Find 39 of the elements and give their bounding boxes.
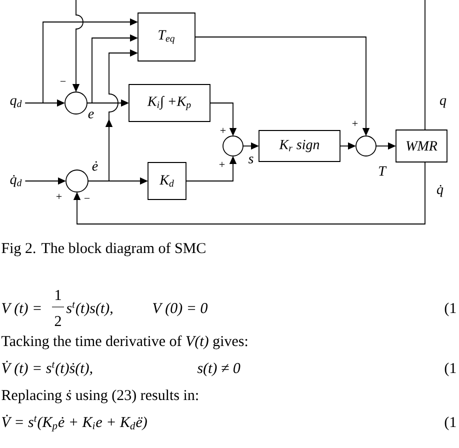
text-line: Tacking the time derivative of V(t) gives: — [1, 335, 248, 350]
equation: V (0) = 0 — [152, 302, 208, 316]
signal-label: q — [439, 98, 447, 108]
arrow — [73, 162, 426, 224]
signal-label: e — [87, 111, 95, 119]
block-box: K$_{d}$ — [148, 162, 186, 200]
block-box: K$_{i}$∫ +K$_{p}$ — [128, 84, 210, 122]
fraction-number: 2 — [54, 316, 61, 326]
equation-number: (1 — [444, 362, 456, 376]
polarity-sign: + — [220, 128, 226, 134]
polarity-sign: + — [352, 120, 358, 126]
text-line: Replacing ṡ using (23) results in: — [2, 390, 198, 404]
line — [424, 0, 426, 130]
equation: V̇ (t) = s$^{t}$(t)ṡ(t), — [2, 360, 92, 376]
equation-number: (1 — [444, 302, 456, 316]
equation: V̇ = s$^{t}$(K$_{p}$ė + K$_{i}$e + K$_{d}$ë) — [2, 414, 147, 432]
fraction-number: 1 — [56, 290, 61, 300]
signal-label: ė — [91, 160, 99, 172]
caption: Fig 2. The block diagram of SMC — [2, 242, 206, 256]
equation-number: (1 — [444, 416, 456, 430]
signal-label: q̇ — [436, 184, 444, 198]
equation: s(t) ≠ 0 — [197, 362, 240, 376]
block-box: T$_{eq}$ — [138, 12, 196, 62]
block-box: WMR — [396, 130, 448, 162]
polarity-sign: + — [219, 162, 225, 168]
summing-junction — [64, 92, 88, 114]
equation: s$^{t}$(t)s(t), — [66, 302, 112, 316]
signal-label: s — [248, 156, 254, 164]
equation: V (t) = — [2, 302, 41, 316]
summing-junction — [222, 136, 244, 156]
signal-label: T — [378, 166, 387, 176]
block-box: K$_{r}$ sign — [258, 130, 340, 162]
polarity-sign: − — [84, 198, 90, 199]
signal-label: q̇$_{d}$ — [10, 175, 22, 187]
summing-junction — [66, 170, 88, 192]
summing-junction — [356, 136, 376, 156]
polarity-sign: + — [56, 194, 62, 200]
signal-label: q$_{d}$ — [10, 98, 22, 108]
polarity-sign: − — [60, 81, 66, 82]
